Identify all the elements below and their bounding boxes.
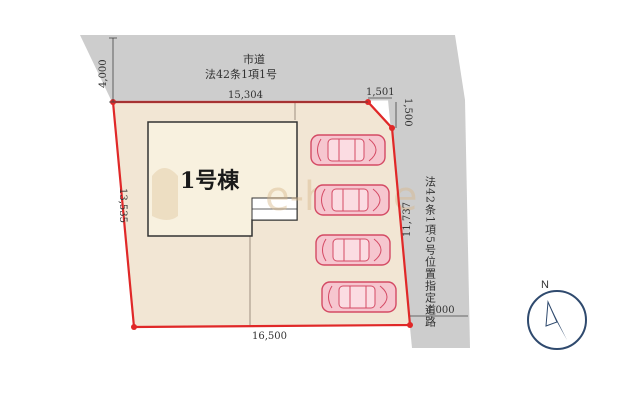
road-north-line2: 法42条1項1号 (205, 67, 277, 81)
dim-right-edge: 11,737 (402, 202, 413, 237)
watermark-logo (152, 168, 178, 220)
dim-road-north-width: 4,000 (98, 59, 109, 88)
dim-road-east-width: 4,000 (426, 305, 455, 316)
road-north-line1: 市道 (243, 52, 265, 66)
car-icon (315, 234, 391, 266)
dim-top-edge: 15,304 (228, 90, 263, 101)
boundary-marker (389, 125, 395, 131)
dimension-lines (109, 37, 468, 317)
road-north (80, 35, 465, 102)
parking-spaces (310, 134, 397, 313)
road-east-label: 法42条1項5号位置指定道路 (424, 175, 437, 328)
dim-bottom-edge: 16,500 (252, 331, 287, 342)
dim-corner-cut-v: 1,500 (402, 98, 413, 127)
car-icon (314, 184, 390, 216)
north-letter: N (541, 279, 549, 291)
boundary-marker (407, 322, 413, 328)
house-label: 1号棟 (180, 168, 240, 194)
dim-left-edge: 13,535 (117, 188, 128, 223)
car-icon (310, 134, 386, 166)
north-arrow-icon (527, 290, 587, 350)
house-building (147, 121, 298, 237)
dim-corner-cut-h: 1,501 (366, 87, 395, 98)
road-east (388, 100, 470, 348)
car-icon (321, 281, 397, 313)
boundary-marker (131, 324, 137, 330)
